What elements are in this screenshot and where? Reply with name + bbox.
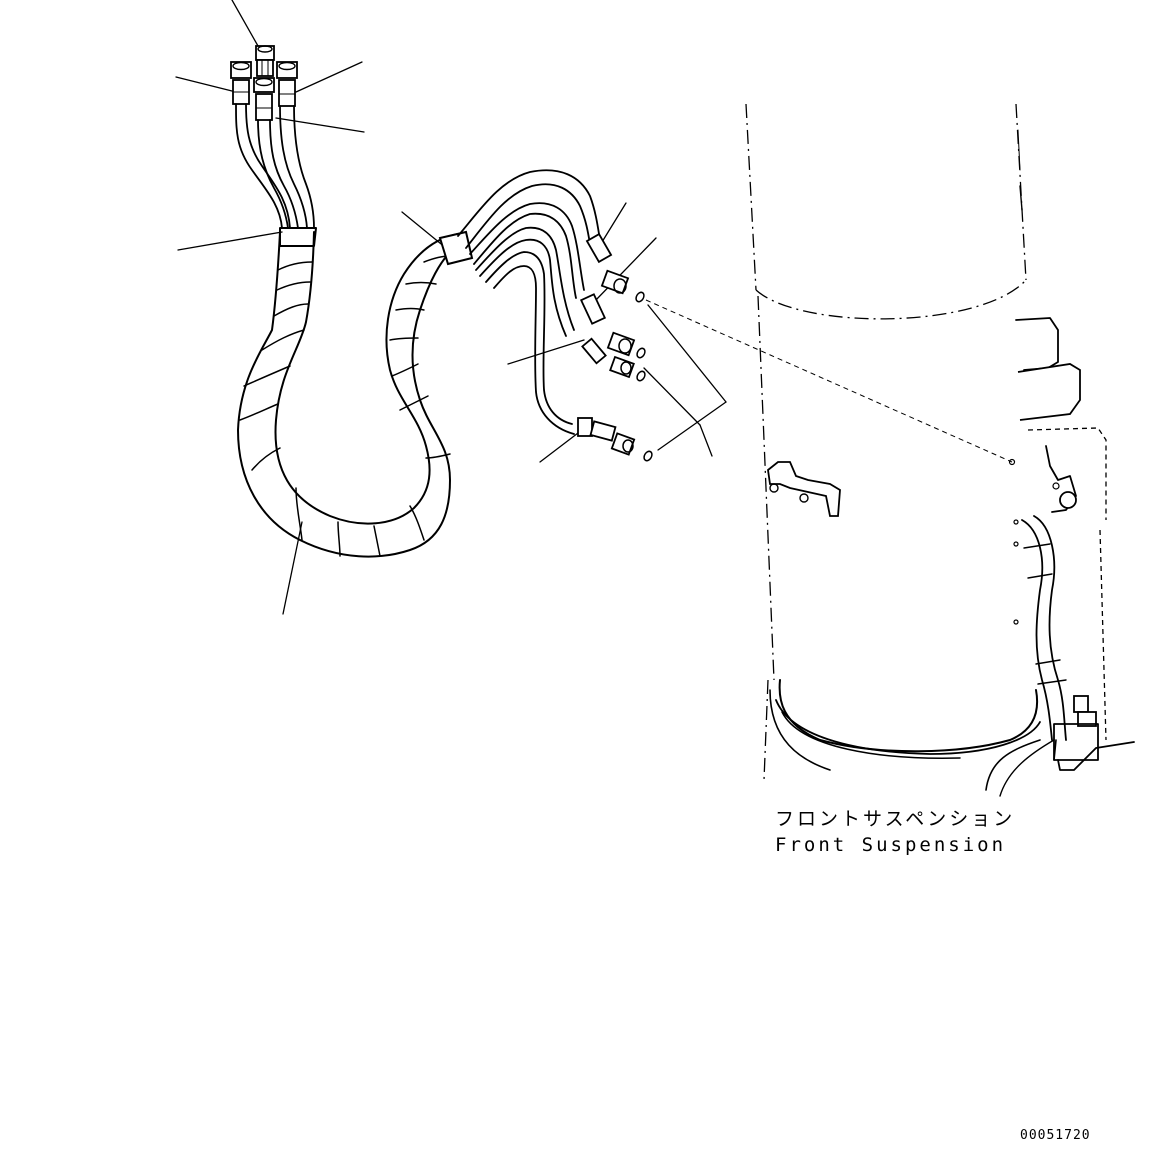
hex-fitting-icon (253, 77, 275, 121)
caption-japanese: フロントサスペンション (775, 808, 1016, 830)
hex-fitting-icon (577, 417, 636, 456)
hex-fitting-icon (579, 293, 636, 357)
caption-english: Front Suspension (775, 834, 1007, 856)
hex-fitting-icon (585, 232, 630, 295)
hex-fitting-icon (230, 61, 252, 105)
right-fitting-set (577, 232, 636, 456)
upper-fitting-cluster (230, 45, 315, 229)
right-hose-group (457, 169, 601, 435)
hydraulic-hose-bundle-icon (237, 227, 474, 558)
front-suspension-cylinder-icon (745, 103, 1135, 797)
hex-fitting-icon (276, 61, 298, 107)
hex-fitting-icon (255, 45, 275, 77)
hex-fitting-icon (581, 337, 635, 379)
o-ring-icon (635, 291, 653, 462)
suspension-caption: フロントサスペンション Front Suspension (775, 806, 1015, 858)
port-reference-line (645, 299, 1013, 463)
drawing-number: 00051720 (1020, 1128, 1091, 1143)
leader-lines (175, 0, 727, 615)
